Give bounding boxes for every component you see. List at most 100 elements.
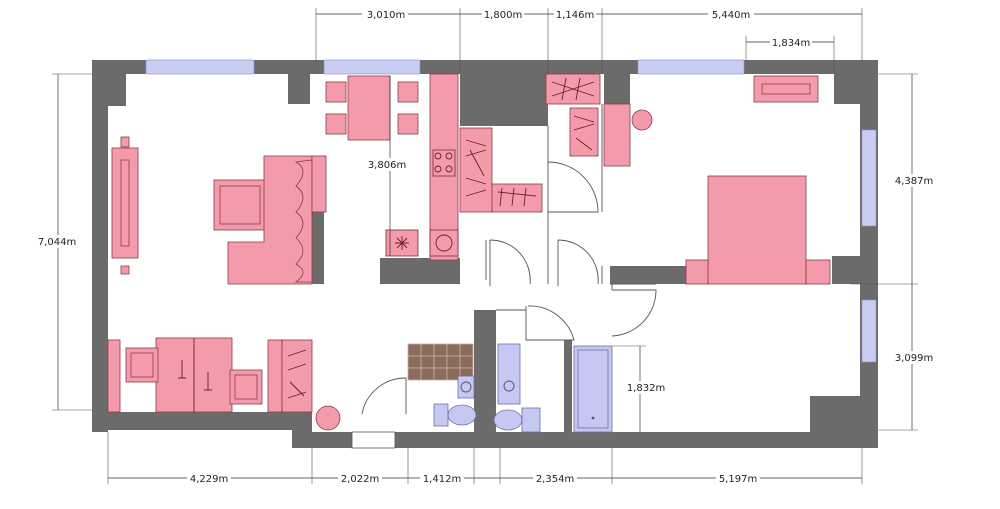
bathroom-fixtures xyxy=(493,343,613,433)
study-furniture xyxy=(107,337,341,431)
desk-chair xyxy=(631,109,653,131)
dim-bottom-1: 4,229m xyxy=(190,474,228,485)
toilet-bowl xyxy=(447,404,477,426)
bath-wall-west xyxy=(564,340,572,432)
dining-furniture xyxy=(325,75,419,141)
dresser-top xyxy=(761,83,811,95)
sink-drain xyxy=(395,236,409,250)
toilet-tank xyxy=(521,407,541,433)
tv-stand-inner xyxy=(120,159,130,247)
dim-bedroom-window: 1,834m xyxy=(772,38,810,49)
door-wc xyxy=(361,377,407,415)
door-hall-west xyxy=(489,239,531,286)
east-wall xyxy=(860,60,878,432)
bathtub-inner xyxy=(577,349,609,429)
dining-chair xyxy=(325,81,347,103)
shelf xyxy=(267,339,283,413)
kitchen-furniture xyxy=(385,73,543,261)
partitions xyxy=(485,104,656,311)
dim-label-bg xyxy=(366,158,412,171)
dim-label-bg xyxy=(187,472,231,484)
desk-handle xyxy=(204,372,212,391)
sofa-cushions xyxy=(294,159,313,283)
kitchen-wall-block xyxy=(460,74,548,126)
nightstand xyxy=(805,259,831,285)
dim-bottom-2: 2,022m xyxy=(341,474,379,485)
kitchen-base-wall xyxy=(380,258,460,284)
bedroom-wall-west xyxy=(610,266,686,284)
door-hall-east xyxy=(557,239,599,286)
shelf xyxy=(491,183,543,213)
window-bedroom xyxy=(637,59,745,75)
door-kitchen xyxy=(547,161,599,213)
dim-top-3: 1,146m xyxy=(556,10,594,21)
washer xyxy=(429,229,459,257)
hall-furniture xyxy=(545,73,601,157)
dim-label-bg xyxy=(420,472,464,484)
dim-label-bg xyxy=(770,36,812,48)
south-wall-notch xyxy=(292,412,312,448)
bookcase xyxy=(281,339,313,413)
dim-label-bg xyxy=(624,381,668,394)
desk xyxy=(603,103,631,167)
dim-bottom-5: 5,197m xyxy=(719,474,757,485)
speaker xyxy=(120,265,130,275)
window-east-upper xyxy=(861,129,877,227)
dim-label-bg xyxy=(892,351,936,364)
living-partition xyxy=(312,212,324,284)
windows xyxy=(145,59,877,363)
desk-handle xyxy=(178,360,186,379)
office-chair-seat xyxy=(130,352,154,378)
hall-wall-block xyxy=(604,74,630,104)
window-east-lower xyxy=(861,299,877,363)
vanity-basin xyxy=(503,380,515,392)
dim-label-bg xyxy=(482,8,524,20)
double-bed xyxy=(707,175,807,285)
office-chair-seat xyxy=(234,374,258,400)
burner xyxy=(434,152,442,160)
tile-floor xyxy=(407,343,474,381)
dim-kitchen-height: 3,806m xyxy=(368,160,406,171)
cabinet-hatching xyxy=(573,115,595,151)
dim-label-bg xyxy=(338,472,382,484)
dim-label-bg xyxy=(362,8,408,20)
dim-label-bg xyxy=(708,8,754,20)
cabinet-hatching xyxy=(465,139,487,197)
shelf-hatching xyxy=(497,187,537,207)
bookcase-hatching xyxy=(287,349,307,399)
dim-label-bg xyxy=(554,8,596,20)
door-bedroom xyxy=(611,284,657,337)
burner xyxy=(434,165,442,173)
toilet-bowl xyxy=(493,409,523,431)
toilet-tank xyxy=(433,403,449,427)
washbasin-bowl xyxy=(460,381,472,393)
plant xyxy=(315,405,341,431)
cabinet xyxy=(569,107,599,157)
dim-bathroom-height: 1,832m xyxy=(627,383,665,394)
south-wall-east xyxy=(395,432,878,448)
dim-bottom-3: 1,412m xyxy=(423,474,461,485)
wardrobe-hatching xyxy=(551,77,595,101)
corner-ne xyxy=(834,74,860,104)
bedroom-furniture xyxy=(603,75,831,285)
dim-right-lower: 3,099m xyxy=(895,353,933,364)
pillar-living xyxy=(288,74,310,104)
dimensions: 3,010m 1,800m 1,146m 5,440m 1,834m 4,229… xyxy=(34,8,936,485)
corner-nw xyxy=(108,74,126,106)
dim-label-bg xyxy=(34,235,80,248)
dim-label-bg xyxy=(716,472,760,484)
south-wall-west xyxy=(92,412,292,430)
nightstand xyxy=(685,259,709,285)
corner-se xyxy=(810,396,860,432)
window-kitchen xyxy=(323,59,421,75)
window-living xyxy=(145,59,255,75)
cabinet xyxy=(459,127,493,213)
wc-wall-low xyxy=(486,404,496,432)
door-bathroom xyxy=(525,305,575,341)
dim-top-2: 1,800m xyxy=(484,10,522,21)
burner xyxy=(445,152,453,160)
stove xyxy=(432,149,456,177)
vanity xyxy=(497,343,521,405)
washer-drum xyxy=(435,234,453,252)
bathtub-drain xyxy=(591,416,595,420)
